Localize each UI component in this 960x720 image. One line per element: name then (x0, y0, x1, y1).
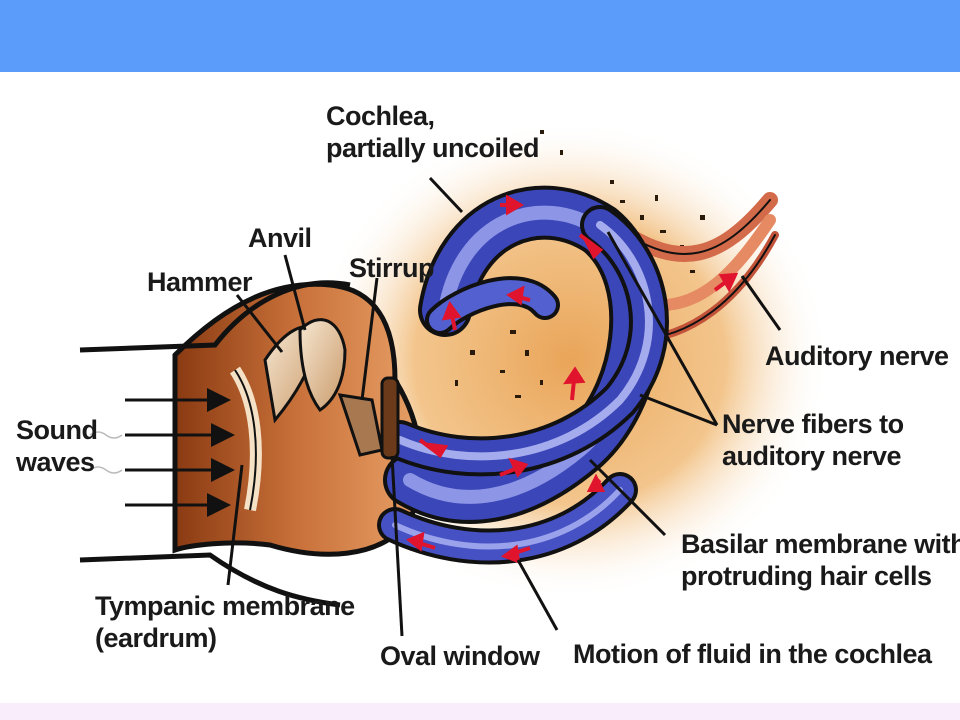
label-oval-window: Oval window (380, 641, 540, 671)
label-fluid-motion: Motion of fluid in the cochlea (573, 639, 932, 669)
ear-anatomy-diagram (79, 120, 830, 637)
fluid-flow-arrows (406, 194, 739, 565)
label-cochlea: Cochlea, partially uncoiled (326, 101, 540, 163)
oval-window (380, 376, 400, 460)
label-sound-waves: Sound waves (16, 415, 98, 477)
label-hammer: Hammer (147, 267, 253, 297)
label-nerve-fibers: Nerve fibers to auditory nerve (722, 409, 904, 471)
label-auditory-nerve: Auditory nerve (765, 341, 949, 371)
cochlea (377, 185, 669, 565)
label-basilar-membrane: Basilar membrane with protruding hair ce… (681, 529, 960, 591)
footer-bar (0, 703, 960, 720)
label-stirrup: Stirrup (349, 253, 435, 283)
canal-wall-lower (79, 552, 341, 608)
anvil-bone (298, 318, 347, 413)
label-anvil: Anvil (248, 223, 312, 253)
header-bar (0, 0, 960, 72)
label-tympanic-membrane: Tympanic membrane (eardrum) (95, 591, 355, 653)
sound-wave-arrows (89, 388, 235, 517)
leader-lines (226, 176, 782, 637)
canal-wall-upper (79, 280, 351, 353)
